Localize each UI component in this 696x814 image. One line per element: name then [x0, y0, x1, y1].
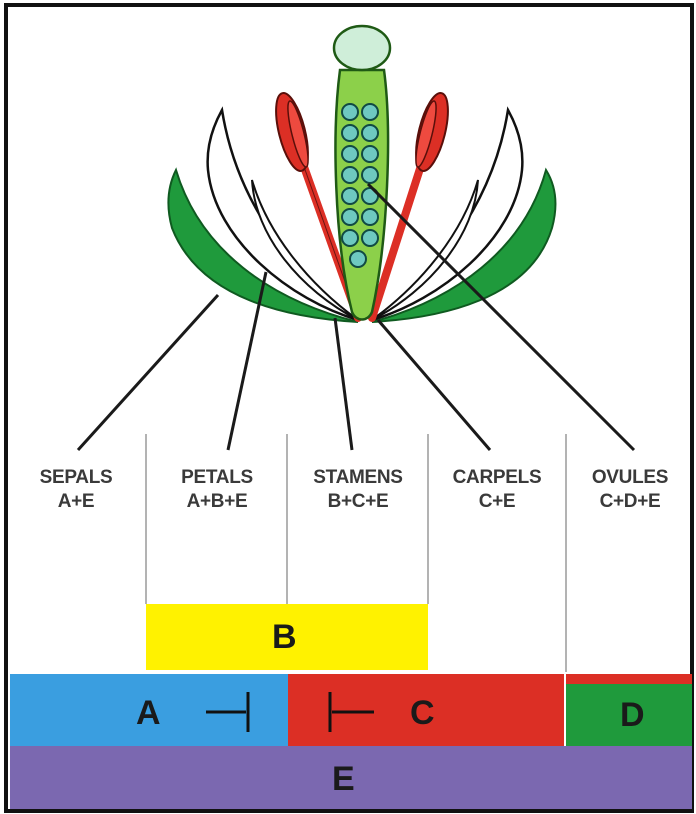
organ-name: PETALS	[150, 466, 284, 490]
organ-name: SEPALS	[16, 466, 136, 490]
ovule	[362, 146, 378, 162]
label-carpels: CARPELS C+E	[430, 466, 564, 514]
organ-genes: B+C+E	[290, 490, 426, 514]
ovule	[362, 167, 378, 183]
band-d-top-strip	[566, 674, 692, 684]
organ-genes: A+E	[16, 490, 136, 514]
label-stamens: STAMENS B+C+E	[290, 466, 426, 514]
ovule	[342, 209, 358, 225]
band-d-label: D	[620, 698, 645, 732]
band-b-label: B	[272, 620, 297, 654]
label-petals: PETALS A+B+E	[150, 466, 284, 514]
label-sepals: SEPALS A+E	[16, 466, 136, 514]
band-c-label: C	[410, 696, 435, 730]
ovule	[362, 209, 378, 225]
ovule	[362, 230, 378, 246]
ovule	[342, 125, 358, 141]
band-a-label: A	[136, 696, 161, 730]
ovule	[342, 167, 358, 183]
organ-name: OVULES	[568, 466, 692, 490]
label-ovules: OVULES C+D+E	[568, 466, 692, 514]
ovule	[342, 188, 358, 204]
organ-name: STAMENS	[290, 466, 426, 490]
organ-genes: C+E	[430, 490, 564, 514]
ovule	[342, 230, 358, 246]
ovule	[362, 125, 378, 141]
organ-name: CARPELS	[430, 466, 564, 490]
ovule	[342, 146, 358, 162]
ovule	[342, 104, 358, 120]
organ-genes: C+D+E	[568, 490, 692, 514]
band-e-label: E	[332, 762, 355, 796]
ovule	[362, 104, 378, 120]
stigma	[334, 26, 390, 70]
ovule	[350, 251, 366, 267]
organ-genes: A+B+E	[150, 490, 284, 514]
